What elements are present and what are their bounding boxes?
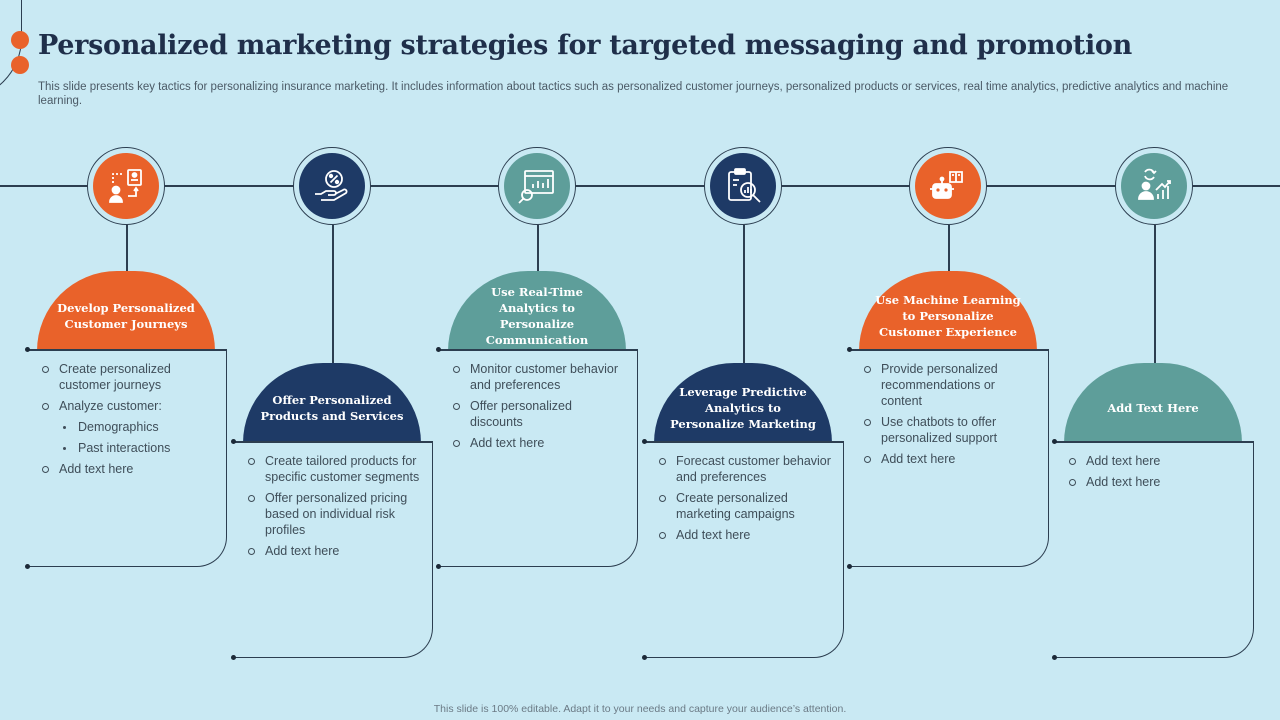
card-icon-ring bbox=[704, 147, 782, 225]
list-item: Add text here bbox=[864, 451, 1031, 467]
list-item: Add text here bbox=[248, 543, 420, 559]
list-item: Analyze customer: bbox=[42, 398, 209, 414]
page-title: Personalized marketing strategies for ta… bbox=[38, 30, 1132, 61]
card-title: Use Real-Time Analytics to Personalize C… bbox=[485, 285, 589, 347]
card-title: Add Text Here bbox=[1107, 401, 1199, 415]
card-bullet-list: Forecast customer behavior and preferenc… bbox=[659, 453, 831, 548]
footer-note: This slide is 100% editable. Adapt it to… bbox=[433, 703, 847, 715]
customer-journey-icon bbox=[93, 153, 159, 219]
robot-book-icon bbox=[915, 153, 981, 219]
card-icon-ring bbox=[293, 147, 371, 225]
card-title-dome: Use Machine Learning to Personalize Cust… bbox=[859, 271, 1037, 351]
list-item: Provide personalized recommendations or … bbox=[864, 361, 1031, 409]
card-title-dome: Develop Personalized Customer Journeys bbox=[37, 271, 215, 351]
card-content-box: Create personalized customer journeys An… bbox=[25, 347, 227, 569]
discount-hand-icon bbox=[299, 153, 365, 219]
card-bullet-list: Create personalized customer journeys An… bbox=[42, 361, 209, 482]
list-item: Add text here bbox=[1069, 474, 1236, 490]
connector-line bbox=[332, 225, 334, 365]
card-content-box: Create tailored products for specific cu… bbox=[231, 439, 433, 660]
list-item: Add text here bbox=[659, 527, 831, 543]
card-title-dome: Use Real-Time Analytics to Personalize C… bbox=[448, 271, 626, 351]
card-title-dome: Offer Personalized Products and Services bbox=[243, 363, 421, 443]
list-item: Offer personalized discounts bbox=[453, 398, 625, 430]
accent-dot bbox=[11, 56, 29, 74]
card-title: Develop Personalized Customer Journeys bbox=[57, 301, 195, 331]
card-content-box: Monitor customer behavior and preference… bbox=[436, 347, 638, 569]
analytics-magnifier-icon bbox=[504, 153, 570, 219]
person-growth-icon bbox=[1121, 153, 1187, 219]
list-item: Monitor customer behavior and preference… bbox=[453, 361, 625, 393]
card-bullet-list: Provide personalized recommendations or … bbox=[864, 361, 1031, 472]
card-content-box: Provide personalized recommendations or … bbox=[847, 347, 1049, 569]
list-item: Create personalized customer journeys bbox=[42, 361, 209, 393]
card-icon-ring bbox=[1115, 147, 1193, 225]
connector-line bbox=[537, 225, 539, 273]
list-item: Offer personalized pricing based on indi… bbox=[248, 490, 420, 538]
list-item: Add text here bbox=[42, 461, 209, 477]
list-item: Add text here bbox=[1069, 453, 1236, 469]
card-title: Leverage Predictive Analytics to Persona… bbox=[670, 385, 816, 431]
card-title: Offer Personalized Products and Services bbox=[260, 393, 404, 423]
list-item: Demographics bbox=[63, 419, 209, 435]
list-item: Create personalized marketing campaigns bbox=[659, 490, 831, 522]
card-icon-ring bbox=[909, 147, 987, 225]
card-bullet-list: Add text here Add text here bbox=[1069, 453, 1236, 495]
page-subtitle: This slide presents key tactics for pers… bbox=[38, 81, 1229, 107]
card-icon-ring bbox=[87, 147, 165, 225]
card-bullet-list: Create tailored products for specific cu… bbox=[248, 453, 420, 564]
corner-arc bbox=[0, 0, 22, 100]
accent-dot bbox=[11, 31, 29, 49]
clipboard-chart-icon bbox=[710, 153, 776, 219]
connector-line bbox=[948, 225, 950, 273]
connector-line bbox=[743, 225, 745, 365]
card-content-box: Add text here Add text here bbox=[1052, 439, 1254, 660]
card-icon-ring bbox=[498, 147, 576, 225]
list-item: Add text here bbox=[453, 435, 625, 451]
connector-line bbox=[126, 225, 128, 273]
card-bullet-list: Monitor customer behavior and preference… bbox=[453, 361, 625, 456]
list-item: Forecast customer behavior and preferenc… bbox=[659, 454, 831, 484]
list-item: Use chatbots to offer personalized suppo… bbox=[864, 414, 1031, 446]
connector-line bbox=[1154, 225, 1156, 365]
list-item: Past interactions bbox=[63, 440, 209, 456]
card-title-dome: Leverage Predictive Analytics to Persona… bbox=[654, 363, 832, 443]
card-title-dome: Add Text Here bbox=[1064, 363, 1242, 443]
card-title: Use Machine Learning to Personalize Cust… bbox=[875, 293, 1021, 339]
list-item: Create tailored products for specific cu… bbox=[248, 454, 420, 484]
card-content-box: Forecast customer behavior and preferenc… bbox=[642, 439, 844, 660]
timeline-line bbox=[0, 185, 1280, 187]
